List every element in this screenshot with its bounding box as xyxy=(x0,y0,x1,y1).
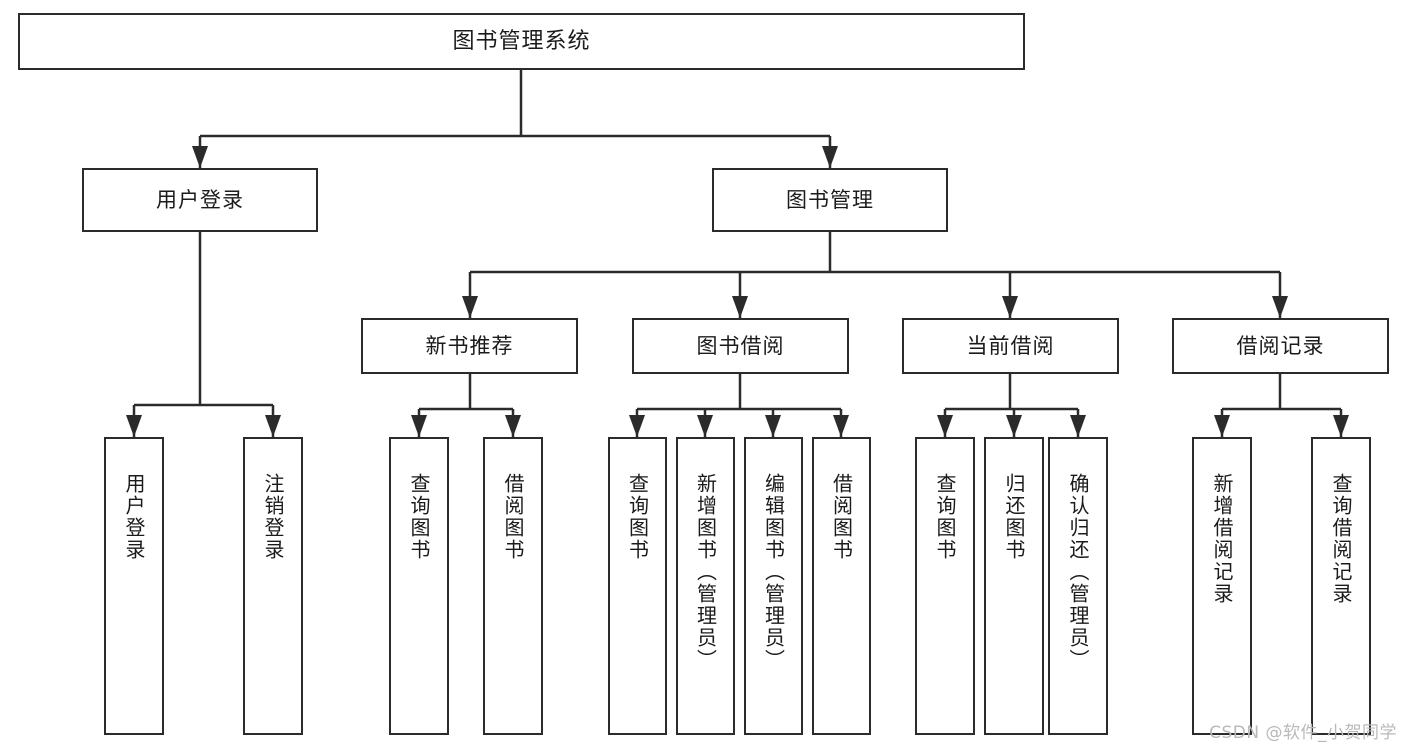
arrowhead-icon-borrow-record-to-leaves-0 xyxy=(1214,415,1230,437)
node-leaf-query-record-label: 查询借阅记录 xyxy=(1329,473,1353,605)
node-leaf-add-book[interactable]: 新增图书（管理员） xyxy=(676,437,735,735)
node-leaf-return-book-label: 归还图书 xyxy=(1002,473,1026,561)
node-leaf-query-record[interactable]: 查询借阅记录 xyxy=(1311,437,1371,735)
arrowhead-icon-borrow-record-to-leaves-1 xyxy=(1333,415,1349,437)
node-current-borrow-label: 当前借阅 xyxy=(966,333,1055,358)
node-root-label: 图书管理系统 xyxy=(452,28,591,54)
node-borrow-record[interactable]: 借阅记录 xyxy=(1172,318,1389,374)
node-book-borrow[interactable]: 图书借阅 xyxy=(632,318,849,374)
arrowhead-icon-book-manage-to-level3-0 xyxy=(462,296,478,318)
node-root[interactable]: 图书管理系统 xyxy=(18,13,1025,70)
node-leaf-return-book[interactable]: 归还图书 xyxy=(984,437,1044,735)
node-leaf-borrow-book-2-label: 借阅图书 xyxy=(829,473,854,561)
node-book-borrow-label: 图书借阅 xyxy=(696,333,785,358)
node-leaf-add-book-label: 新增图书（管理员） xyxy=(693,473,718,671)
node-leaf-borrow-book-1-label: 借阅图书 xyxy=(501,473,525,561)
node-user-login-label: 用户登录 xyxy=(156,187,244,212)
node-leaf-user-login[interactable]: 用户登录 xyxy=(104,437,164,735)
node-book-manage[interactable]: 图书管理 xyxy=(712,168,948,232)
arrowhead-icon-current-borrow-to-leaves-0 xyxy=(937,415,953,437)
node-borrow-record-label: 借阅记录 xyxy=(1236,333,1325,358)
node-leaf-confirm-return[interactable]: 确认归还（管理员） xyxy=(1048,437,1108,735)
node-leaf-borrow-book-2[interactable]: 借阅图书 xyxy=(812,437,871,735)
node-leaf-query-book-2[interactable]: 查询图书 xyxy=(608,437,667,735)
arrowhead-icon-current-borrow-to-leaves-2 xyxy=(1070,415,1086,437)
arrowhead-icon-new-book-rec-to-leaves-0 xyxy=(411,415,427,437)
arrowhead-icon-user-login-to-leaves-1 xyxy=(265,415,281,437)
node-new-book-rec-label: 新书推荐 xyxy=(425,333,514,358)
arrowhead-icon-book-manage-to-level3-2 xyxy=(1002,296,1018,318)
arrowhead-icon-book-borrow-to-leaves-0 xyxy=(629,415,645,437)
arrowhead-icon-root-to-level2-1 xyxy=(822,146,838,168)
arrowhead-icon-user-login-to-leaves-0 xyxy=(126,415,142,437)
node-leaf-query-book-1-label: 查询图书 xyxy=(407,473,431,561)
node-leaf-query-book-3-label: 查询图书 xyxy=(933,473,957,561)
arrowhead-icon-new-book-rec-to-leaves-1 xyxy=(505,415,521,437)
node-leaf-logout[interactable]: 注销登录 xyxy=(243,437,303,735)
node-new-book-rec[interactable]: 新书推荐 xyxy=(361,318,578,374)
node-current-borrow[interactable]: 当前借阅 xyxy=(902,318,1119,374)
arrowhead-icon-root-to-level2-0 xyxy=(192,146,208,168)
node-leaf-confirm-return-label: 确认归还（管理员） xyxy=(1066,473,1090,671)
arrowhead-icon-current-borrow-to-leaves-1 xyxy=(1006,415,1022,437)
arrowhead-icon-book-borrow-to-leaves-2 xyxy=(765,415,781,437)
arrowhead-icon-book-manage-to-level3-1 xyxy=(732,296,748,318)
watermark-text: CSDN @软件_小贺同学 xyxy=(1209,723,1397,743)
node-book-manage-label: 图书管理 xyxy=(786,187,874,212)
node-leaf-edit-book-label: 编辑图书（管理员） xyxy=(761,473,786,671)
node-leaf-logout-label: 注销登录 xyxy=(261,473,285,561)
arrowhead-icon-book-borrow-to-leaves-3 xyxy=(833,415,849,437)
node-leaf-add-record-label: 新增借阅记录 xyxy=(1210,473,1234,605)
node-leaf-borrow-book-1[interactable]: 借阅图书 xyxy=(483,437,543,735)
node-leaf-add-record[interactable]: 新增借阅记录 xyxy=(1192,437,1252,735)
node-user-login[interactable]: 用户登录 xyxy=(82,168,318,232)
node-leaf-edit-book[interactable]: 编辑图书（管理员） xyxy=(744,437,803,735)
node-leaf-query-book-1[interactable]: 查询图书 xyxy=(389,437,449,735)
node-leaf-query-book-3[interactable]: 查询图书 xyxy=(915,437,975,735)
arrowhead-icon-book-borrow-to-leaves-1 xyxy=(697,415,713,437)
arrowhead-icon-book-manage-to-level3-3 xyxy=(1272,296,1288,318)
node-leaf-user-login-label: 用户登录 xyxy=(122,473,146,561)
node-leaf-query-book-2-label: 查询图书 xyxy=(625,473,650,561)
